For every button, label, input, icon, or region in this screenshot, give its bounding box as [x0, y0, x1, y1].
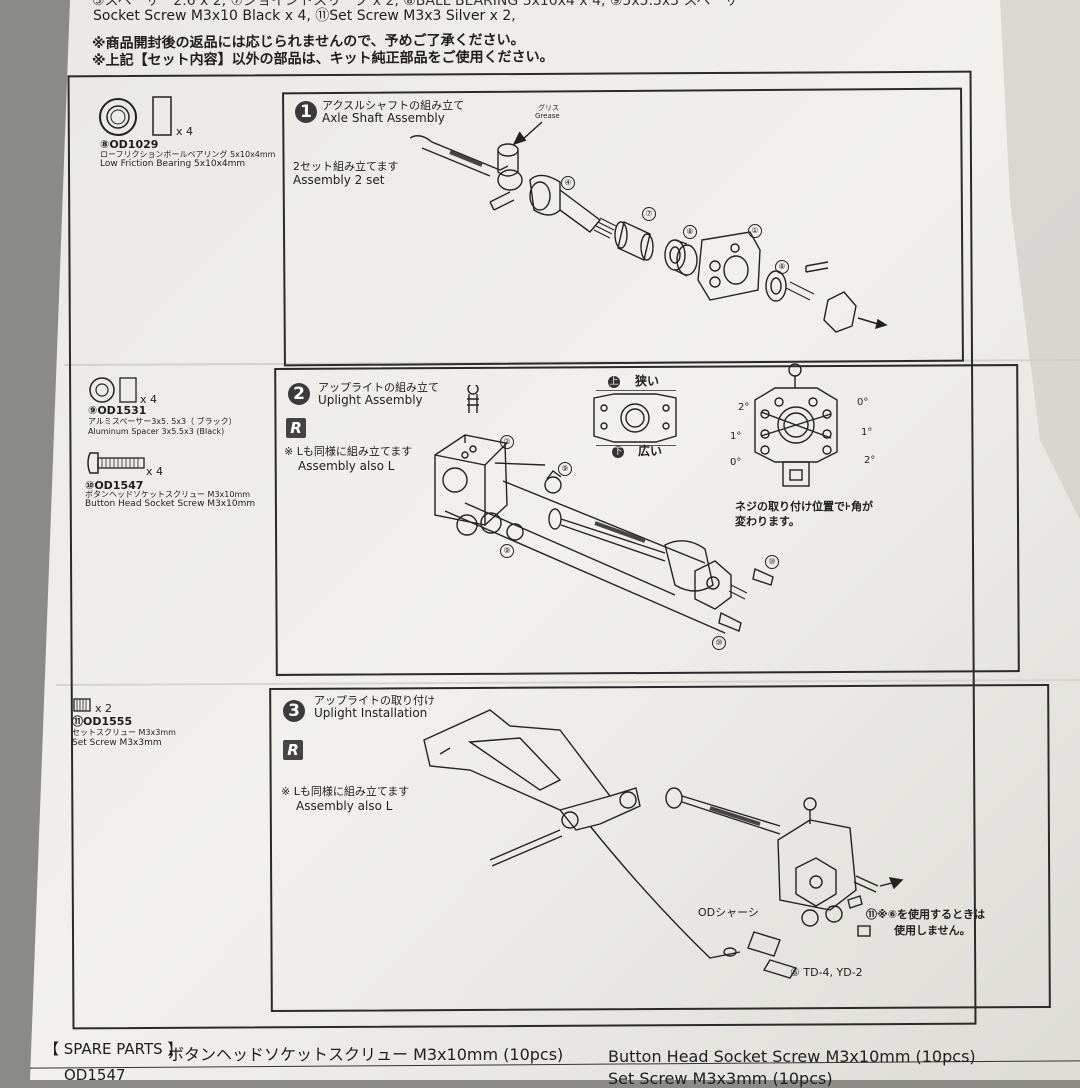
part-name-en: Low Friction Bearing 5x10x4mm	[100, 159, 246, 169]
step-title-jp: アップライトの組み立て	[318, 381, 439, 394]
part-code: ⑪OD1555	[72, 715, 133, 728]
angle-label: 2°	[738, 402, 750, 413]
notice-use-kit-parts: ※上記【セット内容】以外の部品は、キット純正部品をご使用ください。	[91, 48, 554, 70]
part-label: ⑨	[500, 544, 514, 558]
insert-diagram	[593, 390, 677, 446]
angle-label: 1°	[861, 427, 873, 438]
step-note-jp: ※ Lも同様に組み立てます	[284, 445, 413, 458]
part-qty: x 2	[95, 702, 113, 715]
part-label: ②	[500, 435, 514, 449]
spare-name-en: Button Head Socket Screw M3x10mm (10pcs)	[608, 1047, 976, 1066]
axle-shaft-diagram	[410, 121, 888, 333]
step-title-en: Uplight Assembly	[318, 393, 423, 407]
compatibility-label: ⑥ TD-4, YD-2	[790, 966, 863, 979]
part-name-en: Button Head Socket Screw M3x10mm	[85, 499, 256, 509]
part-label: ④	[561, 176, 575, 190]
set-screw-warning: ⑪※⑥を使用するときは	[866, 908, 986, 921]
part-name-en: Set Screw M3x3mm	[72, 738, 162, 748]
set-screw-icon	[73, 698, 91, 712]
part-name-jp: ボタンヘッドソケットスクリュー M3x10mm	[85, 490, 251, 499]
step-number: 1	[295, 101, 317, 123]
grease-label-jp: グリス	[538, 104, 559, 112]
top-text-narrow: 狭い	[635, 374, 660, 388]
spare-name-jp: ボタンヘッドソケットスクリュー M3x10mm (10pcs)	[168, 1045, 564, 1064]
part-name-jp: アルミスペーサー3x5. 5x3（ ブラック）	[88, 417, 237, 426]
spacer-icon	[89, 377, 137, 403]
angle-label: 1°	[730, 431, 742, 442]
part-name-jp: ローフリクションボールベアリング 5x10x4mm	[100, 150, 276, 159]
angle-label: 2°	[864, 455, 876, 466]
grease-label-en: Grease	[535, 112, 560, 120]
part-qty: x 4	[176, 125, 194, 138]
angle-label: 0°	[730, 457, 742, 468]
uplight-assembly-diagram	[434, 385, 774, 634]
bottom-marker: 下	[612, 446, 624, 458]
top-marker: 上	[608, 376, 620, 388]
step-title-en: Uplight Installation	[314, 706, 428, 720]
spare-name-en: Set Screw M3x3mm (10pcs)	[608, 1069, 833, 1088]
step-note-en: Assembly also L	[296, 799, 393, 813]
camber-angle-diagram	[754, 363, 838, 487]
right-side-badge: R	[286, 418, 306, 438]
chassis-label: ODシャーシ	[698, 906, 759, 919]
part-code: ⑧OD1029	[100, 138, 159, 151]
step-number: 2	[288, 383, 310, 405]
spare-code: OD1547	[64, 1066, 126, 1084]
camber-caption: 変わります。	[735, 515, 800, 528]
part-name-jp: セットスクリュー M3x3mm	[72, 728, 176, 737]
bottom-text-wide: 広い	[638, 444, 663, 458]
step-number: 3	[283, 700, 305, 722]
step-title-jp: アクスルシャフトの組み立て	[322, 99, 465, 112]
part-qty: x 4	[146, 465, 164, 478]
step-note-jp: 2セット組み立てます	[293, 160, 399, 173]
header-top-line: ⑤スペーサー2.6 x 2, ⑦ジョイントスリーブ x 2, ⑧BALL BEA…	[92, 0, 753, 9]
part-qty: x 4	[140, 393, 158, 406]
part-code: ⑩OD1547	[85, 479, 144, 492]
step-title-jp: アップライトの取り付け	[314, 694, 435, 707]
part-label: ⑧	[775, 260, 789, 274]
camber-caption: ネジの取り付け位置で⊦角が	[735, 500, 873, 513]
step-note-en: Assembly 2 set	[293, 173, 385, 187]
button-head-screw-icon	[87, 452, 145, 474]
spare-parts-heading: 【 SPARE PARTS 】	[44, 1040, 183, 1058]
step-note-en: Assembly also L	[298, 459, 395, 473]
set-screw-warning: 使用しません。	[894, 924, 971, 937]
part-code: ⑨OD1531	[88, 404, 147, 417]
part-label: ⑨	[558, 462, 572, 476]
notice-no-return: ※商品開封後の返品には応じられませんので、予めご了承ください。	[91, 32, 525, 52]
right-side-badge: R	[283, 740, 303, 760]
angle-label: 0°	[857, 397, 869, 408]
header-line: Socket Screw M3x10 Black x 4, ⑪Set Screw…	[93, 8, 516, 24]
step-title-en: Axle Shaft Assembly	[322, 111, 445, 125]
part-label: ⑦	[642, 207, 656, 221]
part-label: ⑩	[712, 636, 726, 650]
part-name-en: Aluminum Spacer 3x5.5x3 (Black)	[88, 427, 225, 436]
uplight-installation-diagram	[423, 709, 904, 979]
bearing-icon	[99, 96, 172, 136]
step-note-jp: ※ Lも同様に組み立てます	[281, 785, 410, 798]
part-label: ⑧	[683, 225, 697, 239]
part-label: ①	[748, 224, 762, 238]
part-label: ⑩	[765, 555, 779, 569]
